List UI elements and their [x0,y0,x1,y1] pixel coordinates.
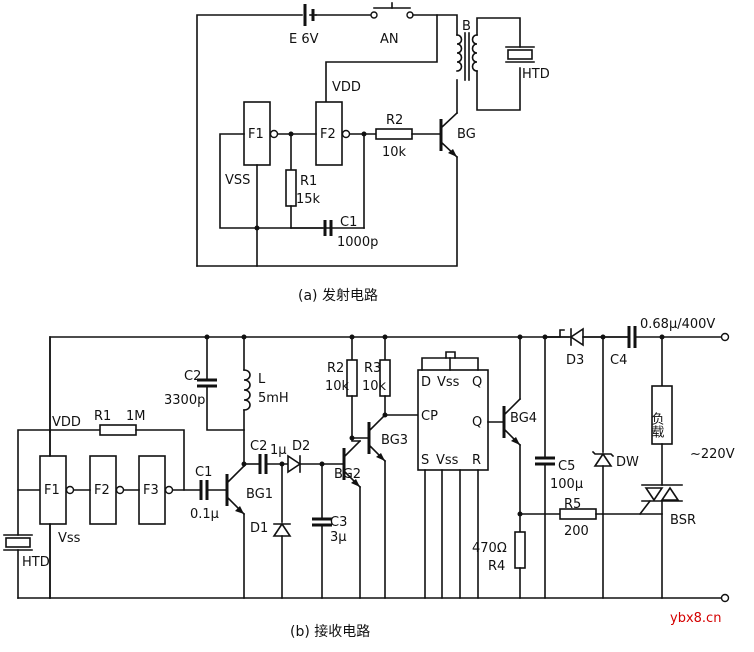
gate-f2-a [315,101,343,166]
load-label: 负载 [649,412,665,439]
transmitter-circuit: E 6V AN B HTD VDD VSS F1 F2 R2 10k BG R1… [196,2,550,304]
mains-terminal-top [720,332,730,342]
gate-f2-b [89,455,117,525]
r1-name-a: R1 [300,174,317,189]
transmitter-caption: (a) 发射电路 [298,288,378,304]
transformer-label: B [462,19,471,34]
r1-name-b: R1 [94,409,111,424]
c4-value: 0.68μ/400V [640,317,715,332]
htd-transducer-b [5,537,31,548]
c5-name: C5 [558,459,575,474]
inductor-value: 5mH [258,391,289,406]
bg3-label: BG3 [381,433,408,448]
r4-resistor-b [514,531,526,569]
flip-flop-ic [417,369,489,471]
ff-q-label: Q [472,415,482,430]
gate-f1-label-a: F1 [248,127,264,142]
htd-label-b: HTD [22,555,50,570]
dw-label: DW [616,455,639,470]
r2-name-b: R2 [327,361,344,376]
ff-r-label: R [472,453,481,468]
r4-name: R4 [488,559,505,574]
vdd-label-b: VDD [52,415,81,430]
htd-transducer-a [507,49,533,60]
gate-f2-label-b: F2 [94,483,110,498]
r2-name-a: R2 [386,113,403,128]
d1-label: D1 [250,521,268,536]
ff-s-label: S [421,453,429,468]
vdd-label-a: VDD [332,80,361,95]
bg-label-a: BG [457,127,476,142]
vss-label-b: Vss [58,531,81,546]
c2-1u-name: C2 [250,439,267,454]
gate-f1-label-b: F1 [44,483,60,498]
d3-label: D3 [566,353,584,368]
c1-name-a: C1 [340,215,357,230]
ff-cp-label: CP [421,409,438,424]
gate-f3-label-b: F3 [143,483,159,498]
bsr-triac-a [644,487,664,502]
r1-value-a: 15k [296,192,321,207]
d2-diode [287,454,302,474]
bsr-label: BSR [670,513,696,528]
r1-resistor-a [285,169,297,207]
switch-label: AN [380,32,399,47]
bg4-label: BG4 [510,411,537,426]
transformer-primary [456,34,463,72]
inductor-name: L [258,372,266,387]
ff-vss-top-label: Vss [437,375,460,390]
inductor-l [243,369,251,411]
r2-value-b: 10k [325,379,350,394]
ff-d-label: D [421,375,431,390]
c2-3300p-name: C2 [184,369,201,384]
ff-vss-bottom-label: Vss [436,453,459,468]
watermark: ybx8.cn [670,611,721,626]
receiver-circuit: VDD Vss HTD R1 1M F1 F2 F3 C1 0.1μ C2 33… [3,317,735,640]
r1-resistor-b [99,424,137,436]
ff-q-top-label: Q [472,375,482,390]
switch-contact-right [406,11,414,19]
gate-f2-label-a: F2 [320,127,336,142]
receiver-caption: (b) 接收电路 [290,623,370,640]
gate-f1-a [243,101,271,166]
c2-1u-value: 1μ [270,443,287,458]
r3-name-b: R3 [364,361,381,376]
r2-resistor-a [375,128,413,140]
htd-label-a: HTD [522,67,550,82]
d1-diode [272,522,292,537]
battery-label: E 6V [289,32,319,47]
c2-3300p-value: 3300p [164,393,205,408]
r4-value: 470Ω [472,541,507,556]
c3-name: C3 [330,515,347,530]
c5-value: 100μ [550,477,583,492]
bsr-triac-b [660,486,680,501]
r3-value-b: 10k [362,379,387,394]
switch-contact-left [370,11,378,19]
d2-label: D2 [292,439,310,454]
r5-value: 200 [564,524,589,539]
c4-name: C4 [610,353,627,368]
r1-value-b: 1M [126,409,146,424]
bg1-label: BG1 [246,487,273,502]
c1-value-b: 0.1μ [190,507,219,522]
r2-value-a: 10k [382,145,407,160]
dw-zener [593,452,613,467]
vss-label-a: VSS [225,173,250,188]
c1-name-b: C1 [195,465,212,480]
d3-diode [569,327,584,347]
c3-value: 3μ [330,530,347,545]
mains-label: ~220V [690,447,735,462]
r5-name: R5 [564,497,581,512]
transformer-secondary [471,34,478,72]
c1-value-a: 1000p [337,235,378,250]
bg2-label: BG2 [334,467,361,482]
mains-terminal-bottom [720,593,730,603]
